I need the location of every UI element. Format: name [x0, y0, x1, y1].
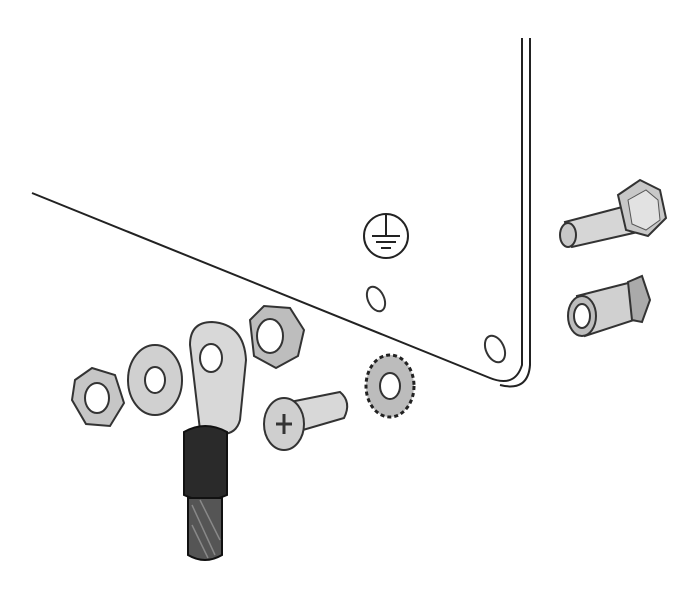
- ground-symbol-icon: [363, 213, 409, 259]
- cable: [183, 425, 228, 561]
- ring-terminal: [188, 320, 248, 436]
- serrated-flange-nut: [248, 304, 306, 370]
- flat-washer: [127, 344, 183, 416]
- hex-bolt: [559, 178, 668, 249]
- phillips-screw: [263, 390, 349, 451]
- panel-hole: [483, 334, 507, 364]
- panel: [31, 38, 531, 388]
- star-washer: [364, 353, 416, 419]
- hex-nut: [70, 366, 126, 428]
- standoff: [567, 274, 652, 338]
- panel-hole: [365, 285, 387, 313]
